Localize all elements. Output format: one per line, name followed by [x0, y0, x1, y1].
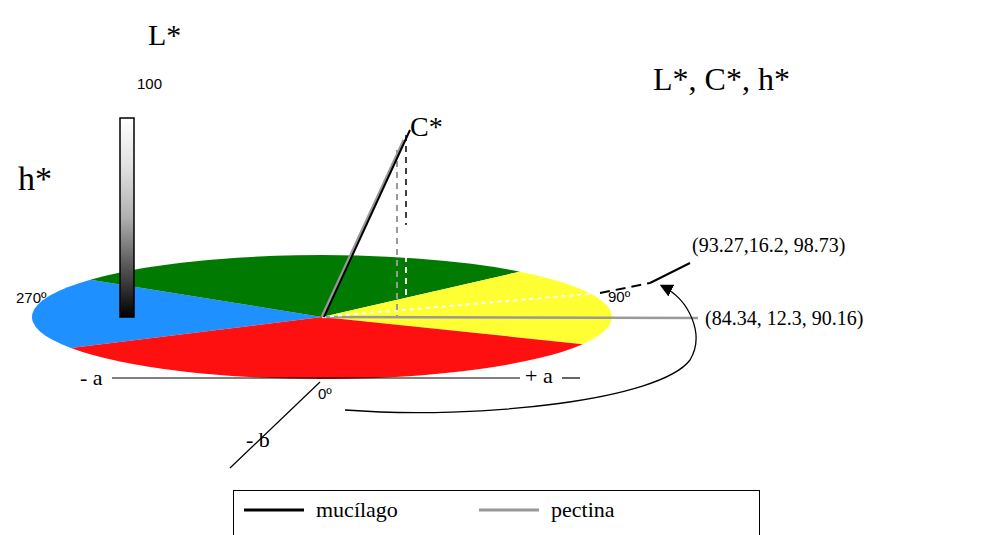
legend-line-sample	[479, 503, 539, 517]
projection-line	[405, 135, 407, 225]
legend-line-sample	[244, 503, 304, 517]
axis-label: C*	[410, 112, 443, 143]
axis-label: L*	[148, 18, 181, 51]
a-axis	[112, 377, 520, 378]
axis-label: h*	[18, 160, 52, 197]
projection-line	[396, 150, 398, 316]
pectin-chroma-line	[322, 140, 404, 317]
mucilage-hue-line	[650, 263, 690, 283]
axis-label: - b	[246, 428, 270, 452]
axis-label: (84.34, 12.3, 90.16)	[705, 307, 863, 329]
axis-label: L*, C*, h*	[653, 62, 790, 97]
axis-label: - a	[80, 366, 103, 390]
b-axis	[230, 382, 320, 468]
axis-label: + a	[522, 364, 556, 388]
legend-item: pectina	[479, 497, 615, 523]
axis-label: 270º	[16, 290, 47, 307]
axis-label: (93.27,16.2, 98.73)	[692, 234, 845, 256]
legend-box: mucílago pectina	[233, 490, 760, 535]
legend-text: pectina	[551, 497, 615, 523]
hue-sector	[71, 317, 583, 379]
hue-90-line	[322, 317, 698, 318]
projection-line	[405, 135, 407, 300]
axis-label: 90º	[608, 289, 630, 306]
axis-label: 0º	[318, 386, 332, 403]
a-axis	[562, 377, 580, 378]
hue-angle-arrow	[345, 286, 696, 413]
legend-item: mucílago	[244, 497, 398, 523]
axis-label: 100	[137, 76, 162, 93]
legend-text: mucílago	[316, 497, 398, 523]
mucilage-hue-line	[322, 293, 600, 317]
lightness-bar	[120, 118, 134, 317]
mucilage-chroma-line	[324, 130, 410, 317]
